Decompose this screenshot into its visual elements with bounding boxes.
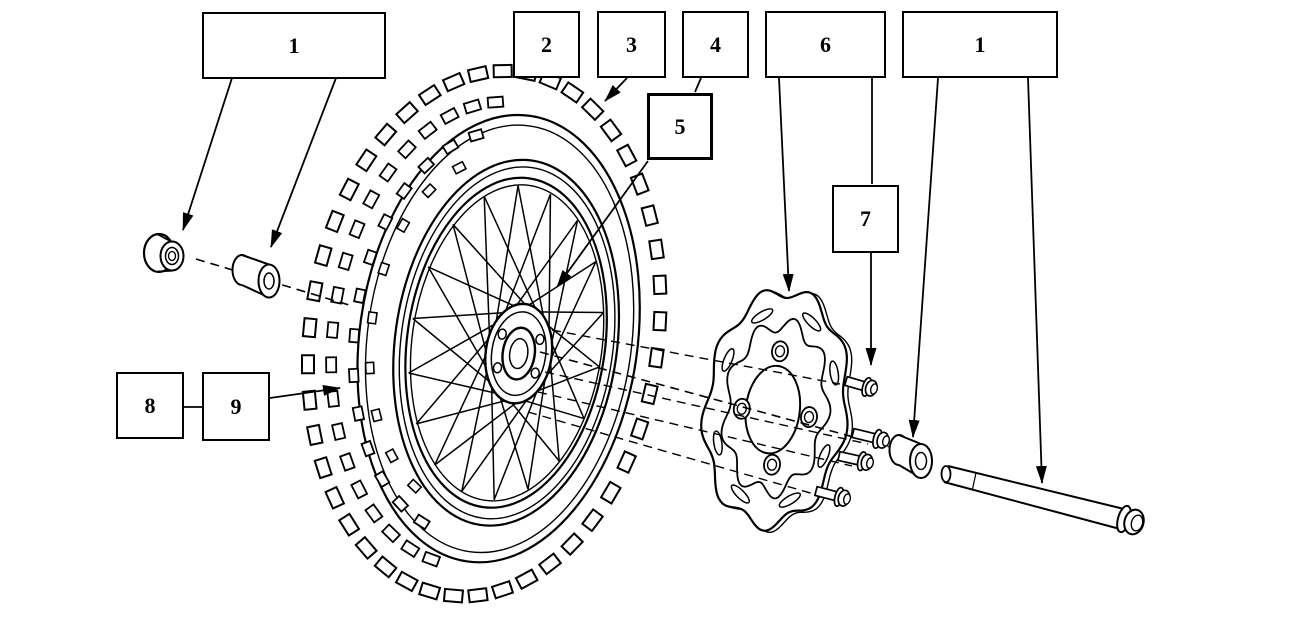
disc-bolts bbox=[813, 375, 891, 508]
callout-box-4: 4 bbox=[682, 11, 749, 78]
spacer-left bbox=[231, 254, 281, 299]
wheel-group bbox=[356, 113, 641, 564]
spacer-right bbox=[888, 434, 933, 479]
brake-disc-group bbox=[700, 289, 854, 534]
leader-lines bbox=[182, 77, 1047, 484]
callout-box-2: 2 bbox=[513, 11, 580, 78]
callout-box-6: 6 bbox=[765, 11, 886, 78]
callout-box-1-left: 1 bbox=[202, 12, 386, 79]
hub-group bbox=[484, 302, 554, 405]
callout-box-9: 9 bbox=[202, 372, 270, 441]
callout-box-3: 3 bbox=[597, 11, 666, 78]
callout-box-5: 5 bbox=[647, 93, 713, 160]
front-axle bbox=[940, 465, 1145, 536]
callout-box-8: 8 bbox=[116, 372, 184, 439]
callout-box-1-right: 1 bbox=[902, 11, 1058, 78]
callout-box-7: 7 bbox=[832, 185, 899, 253]
tire-tread-knobs bbox=[300, 63, 668, 604]
axle-nut bbox=[142, 232, 185, 274]
